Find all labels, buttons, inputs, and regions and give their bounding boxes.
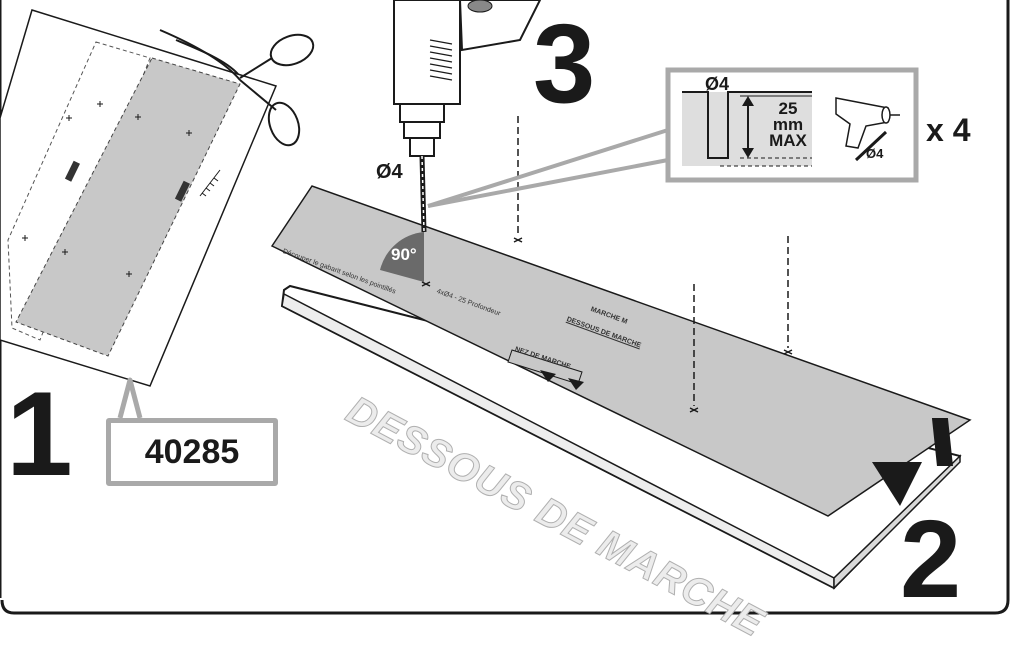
drill-bit-icon (854, 130, 888, 162)
quantity-label: x 4 (926, 112, 971, 148)
assembly-diagram (0, 0, 1010, 615)
drill-diameter-label: Ø4 (376, 161, 403, 183)
step-number-1: 1 (6, 367, 73, 501)
angle-indicator (380, 232, 424, 282)
reference-box: 40285 (106, 418, 278, 486)
scissors-icon (159, 29, 315, 147)
angle-label: 90° (391, 245, 417, 264)
template-sheet-on-board (270, 185, 972, 517)
drill-icon (393, 0, 542, 233)
down-arrow-icon (872, 418, 953, 506)
hole-diameter-label: Ø4 (705, 74, 730, 94)
depth-label: 25 mm MAX (765, 99, 811, 150)
reference-number: 40285 (144, 432, 240, 471)
depth-unit: mm (772, 115, 804, 134)
bit-diameter-label: Ø4 (866, 146, 884, 161)
panel-frame (0, 0, 1010, 615)
reference-callout-pointer (117, 377, 143, 419)
paper-template (0, 9, 278, 387)
depth-value: 25 (778, 99, 798, 118)
detail-callout-pointer (427, 128, 669, 208)
step-number-2: 2 (900, 498, 962, 621)
step-number-3: 3 (533, 1, 596, 126)
depth-limit: MAX (769, 131, 807, 150)
mini-drill-icon (835, 97, 900, 149)
stair-board (280, 284, 962, 590)
